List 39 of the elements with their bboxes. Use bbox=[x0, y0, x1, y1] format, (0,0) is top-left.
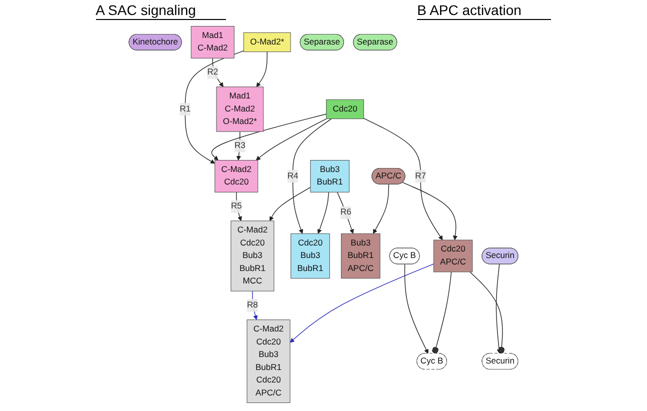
node-box: C-Mad2 Cdc20 Bub3 BubR1 Cdc20 APC/C bbox=[246, 320, 290, 403]
arrow bbox=[256, 51, 268, 88]
arrow bbox=[236, 192, 242, 222]
edge-label: R4 bbox=[287, 171, 298, 180]
arrow bbox=[372, 184, 390, 234]
edge-label: R2 bbox=[207, 68, 218, 77]
arrow bbox=[252, 290, 258, 320]
arrow bbox=[212, 58, 224, 88]
node-box: O-Mad2* bbox=[243, 32, 291, 52]
connector bbox=[470, 272, 505, 354]
arrow bbox=[402, 182, 458, 240]
node-box: Cdc20 bbox=[326, 99, 364, 120]
edge-label: R6 bbox=[340, 208, 352, 217]
node-box: Cdc20 Bub3 BubR1 bbox=[290, 233, 330, 279]
node-box: Bub3 BubR1 APC/C bbox=[340, 233, 380, 279]
panel-heading: B APC activation bbox=[417, 2, 552, 20]
edge-label: R3 bbox=[234, 141, 246, 150]
node-box: Mad1 C-Mad2 O-Mad2* bbox=[216, 86, 264, 132]
arrow bbox=[404, 264, 428, 354]
edge-label: R1 bbox=[180, 104, 191, 114]
edge-label: R8 bbox=[247, 300, 258, 310]
arrow bbox=[496, 264, 502, 354]
arrow bbox=[317, 192, 330, 234]
arrow bbox=[256, 118, 327, 160]
edge-label: R7 bbox=[415, 171, 426, 180]
arrow bbox=[270, 187, 311, 222]
arrow bbox=[363, 118, 443, 240]
node-box: Cdc20 APC/C bbox=[433, 240, 473, 272]
connector bbox=[432, 272, 452, 354]
panel-heading: A SAC signaling bbox=[96, 2, 226, 20]
arrow bbox=[184, 50, 244, 164]
node-box: Mad1 C-Mad2 bbox=[190, 26, 234, 58]
arrow bbox=[292, 118, 332, 234]
edge-label: R5 bbox=[230, 202, 242, 211]
node-box: Bub3 BubR1 bbox=[310, 160, 350, 192]
arrow bbox=[336, 192, 354, 234]
node-box: C-Mad2 Cdc20 bbox=[214, 160, 258, 192]
arrow bbox=[290, 264, 434, 343]
node-box: C-Mad2 Cdc20 Bub3 BubR1 MCC bbox=[230, 220, 274, 292]
